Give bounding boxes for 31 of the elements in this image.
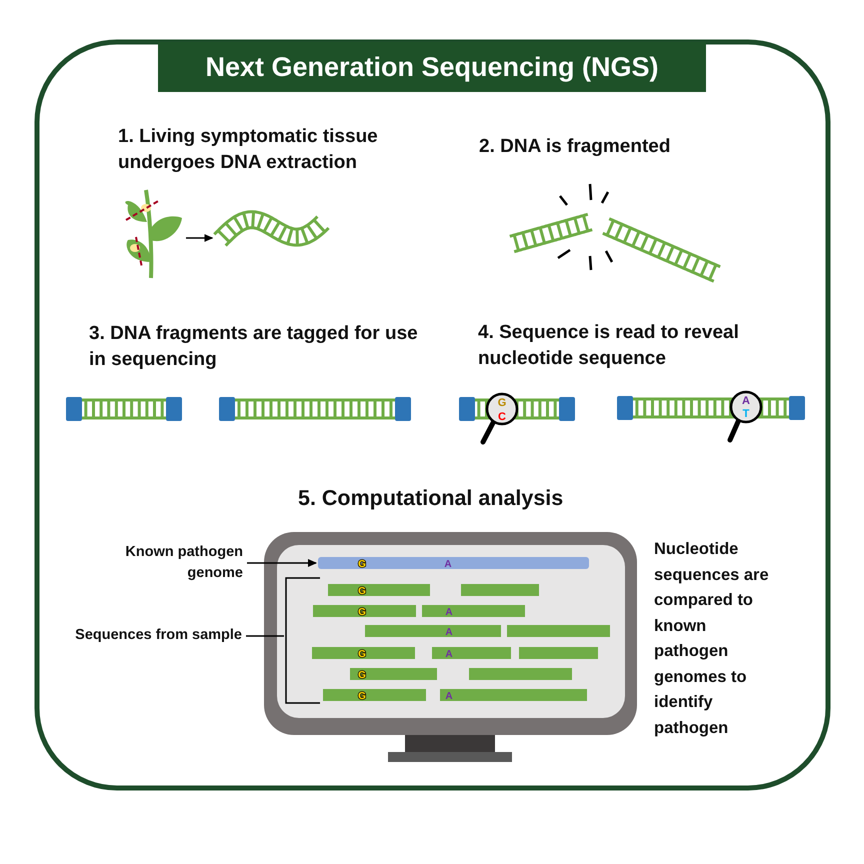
base-letter: C (498, 411, 506, 423)
base-letter: A (445, 627, 453, 638)
base-letter: A (742, 395, 750, 407)
base-letter: G (358, 691, 366, 702)
base-letter: A (445, 607, 453, 618)
plant-drawing (125, 190, 182, 278)
base-letter: G (358, 586, 366, 597)
base-letter: G (498, 397, 506, 409)
base-letter: T (742, 408, 750, 420)
step-heading: 2. DNA is fragmented (479, 135, 672, 159)
base-letter: G (358, 607, 366, 618)
base-letter: G (358, 649, 366, 660)
base-letter: G (358, 559, 366, 570)
arrow (247, 559, 317, 567)
step-heading: 3. DNA fragments are tagged for use in sequencing (89, 322, 419, 372)
explanation-text: Nucleotide sequences are compared to known pathogen genomes to identify pathogen (654, 539, 770, 739)
pointer-label: Sequences from sample (40, 625, 242, 646)
leader-line (246, 635, 284, 637)
base-letter: A (444, 559, 452, 570)
step-heading: 5. Computational analysis (298, 485, 564, 512)
sample-reads-drawing (285, 577, 610, 704)
title-banner: Next Generation Sequencing (NGS) (158, 42, 706, 92)
dna-strand-drawing (212, 210, 330, 248)
base-letter: G (358, 670, 366, 681)
base-letter: A (445, 691, 453, 702)
pointer-label: Known pathogen genome (93, 542, 243, 584)
arrow (186, 234, 214, 242)
step-heading: 1. Living symptomatic tissue undergoes DNA extraction (118, 125, 378, 175)
step-heading: 4. Sequence is read to reveal nucleotide sequence (478, 321, 740, 371)
base-letter: A (445, 649, 453, 660)
reference-genome-bar (318, 557, 589, 569)
